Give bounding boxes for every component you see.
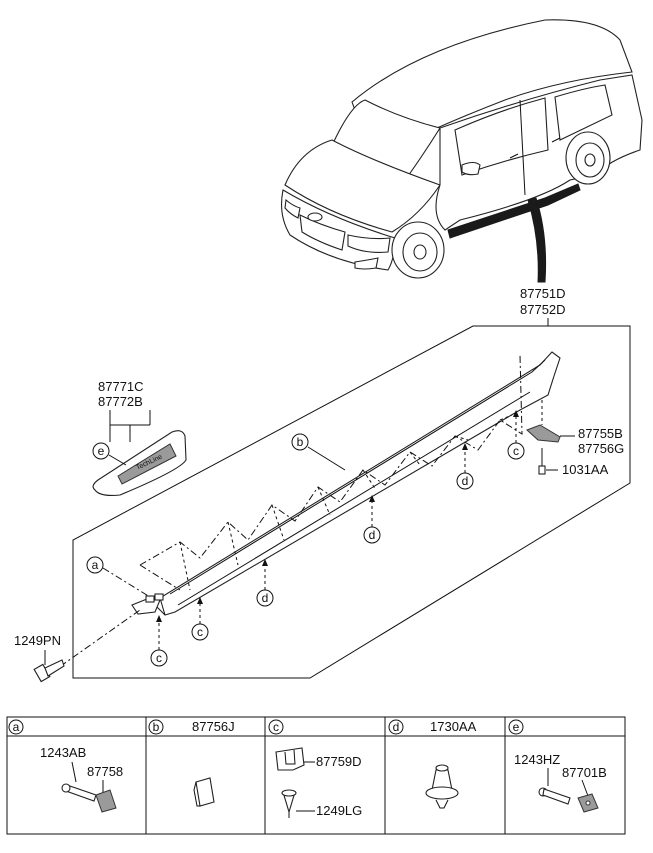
callout-side-sill: 87751D 87752D <box>520 286 566 326</box>
part-number-87752d: 87752D <box>520 302 566 317</box>
legend-letter-e: e <box>513 720 520 734</box>
legend-column-a: a 1243AB 87758 <box>8 719 123 813</box>
legend-header-1730aa: 1730AA <box>430 719 477 734</box>
letter-a: a <box>92 558 99 572</box>
legend-part-87758: 87758 <box>87 764 123 779</box>
callout-b: b <box>291 433 346 471</box>
legend-part-87701b: 87701B <box>562 765 607 780</box>
letter-d-3: d <box>462 474 469 488</box>
legend-table <box>6 716 626 835</box>
legend-column-c: c 87759D 1249LG <box>268 719 362 818</box>
letter-d-1: d <box>262 591 269 605</box>
part-number-1249pn: 1249PN <box>14 633 61 648</box>
legend-header-87756j: 87756J <box>192 719 235 734</box>
part-number-87772b: 87772B <box>98 394 143 409</box>
bolt-1249pn: 1249PN <box>14 609 141 683</box>
callout-a: a <box>86 556 151 598</box>
letter-d-2: d <box>369 528 376 542</box>
clip-layout-dashes <box>139 354 523 591</box>
callout-c-markers: c c c <box>150 410 525 667</box>
part-number-1031aa: 1031AA <box>562 462 609 477</box>
letter-c-1: c <box>156 651 162 665</box>
diagram-frame <box>72 325 631 679</box>
legend-letter-d: d <box>393 720 400 734</box>
part-number-87755b: 87755B <box>578 426 623 441</box>
callout-d-markers: d d d <box>256 443 474 607</box>
legend-part-1243ab: 1243AB <box>40 745 86 760</box>
letter-c-2: c <box>197 625 203 639</box>
part-number-87751d: 87751D <box>520 286 566 301</box>
legend-part-1243hz: 1243HZ <box>514 752 560 767</box>
legend-letter-a: a <box>13 720 20 734</box>
letter-e: e <box>98 444 105 458</box>
legend-part-87759d: 87759D <box>316 754 362 769</box>
letter-c-3: c <box>513 444 519 458</box>
car-illustration <box>281 19 643 283</box>
legend-column-b: b 87756J <box>148 719 235 807</box>
letter-b: b <box>297 435 304 449</box>
legend-column-d: d 1730AA <box>388 719 477 809</box>
legend-letter-b: b <box>153 720 160 734</box>
side-sill-moulding <box>131 351 561 616</box>
rear-bracket: 87755B 87756G 1031AA <box>526 400 624 477</box>
legend-part-1249lg: 1249LG <box>316 803 362 818</box>
part-number-87771c: 87771C <box>98 379 144 394</box>
part-number-87756g: 87756G <box>578 441 624 456</box>
legend-column-e: e 1243HZ 87701B <box>508 719 607 813</box>
door-garnish: 87771C 87772B TechLine e <box>92 379 187 496</box>
legend-letter-c: c <box>273 720 279 734</box>
